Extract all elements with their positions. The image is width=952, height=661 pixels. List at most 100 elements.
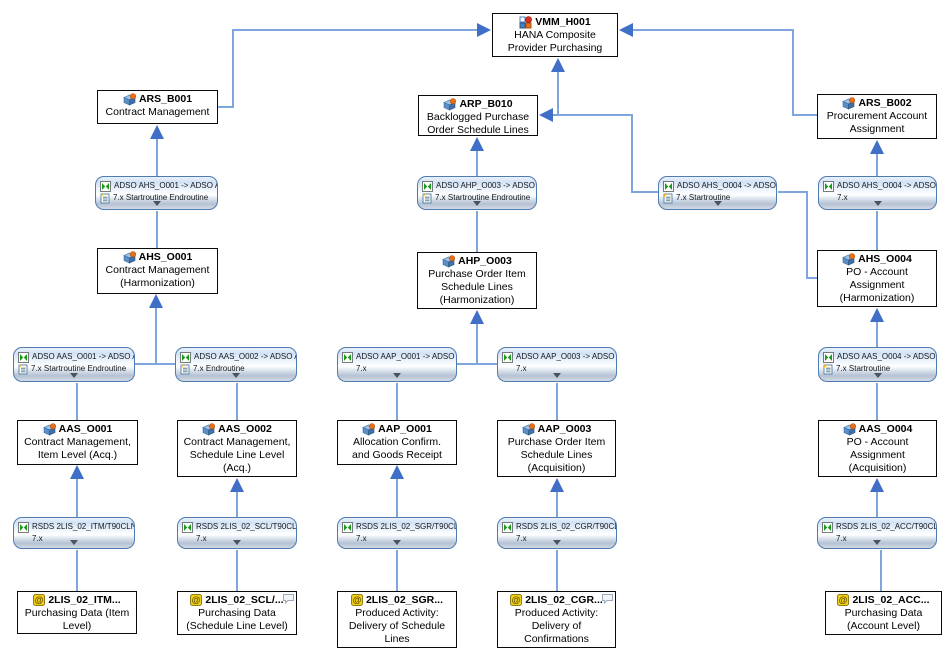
svg-text:@: @: [353, 595, 362, 605]
node-description-line: (Acq.): [222, 462, 251, 474]
node-description-line: Contract Management,: [24, 436, 131, 448]
expand-toggle-icon[interactable]: [873, 201, 882, 206]
expand-toggle-icon[interactable]: [70, 540, 78, 545]
expand-toggle-icon[interactable]: [553, 373, 561, 378]
transformation-detail-label: 7.x Startroutine: [836, 364, 891, 373]
adso-icon: [362, 422, 376, 436]
node-description-line: Contract Management: [105, 264, 210, 276]
transformation-mapping-label: ADSO AAS_O004 -> ADSO AH...: [837, 352, 936, 361]
transformation-mapping-label: RSDS 2LIS_02_CGR/T90CLNT0...: [516, 522, 617, 531]
node-description-line: HANA Composite: [514, 29, 596, 41]
comment-icon[interactable]: [282, 593, 295, 604]
routine-icon: [180, 364, 190, 375]
expand-toggle-icon[interactable]: [70, 373, 78, 378]
node-ds_cgr[interactable]: @2LIS_02_CGR...Produced Activity:Deliver…: [497, 591, 616, 648]
datasource-icon: @: [350, 594, 363, 606]
transformation-t_ahp_o003[interactable]: ADSO AHP_O003 -> ADSO AR...7.x Startrout…: [417, 176, 537, 210]
transformation-icon: [18, 521, 29, 533]
node-description-line: Delivery of Schedule: [348, 620, 446, 632]
transformation-t_ds_acc[interactable]: RSDS 2LIS_02_ACC/T90CLNT0...7.x: [817, 517, 937, 549]
transformation-t_ds_cgr[interactable]: RSDS 2LIS_02_CGR/T90CLNT0... 7.x: [497, 517, 617, 549]
node-title: ARS_B001: [138, 93, 193, 105]
transformation-icon: [822, 521, 833, 533]
transformation-detail-label: 7.x: [516, 533, 527, 543]
node-title: 2LIS_02_SCL/...: [205, 594, 284, 606]
transformation-t_ahs_o001[interactable]: ADSO AHS_O001 -> ADSO AR...7.x Startrout…: [95, 176, 218, 210]
node-description-line: Allocation Confirm.: [352, 436, 442, 448]
node-description-line: (Harmonization): [439, 294, 515, 306]
transformation-detail-label: 7.x: [836, 533, 847, 543]
node-ds_acc[interactable]: @2LIS_02_ACC...Purchasing Data(Account L…: [825, 591, 942, 635]
transformation-icon: [342, 521, 353, 533]
transformation-t_ds_sgr[interactable]: RSDS 2LIS_02_SGR/T90CLNT0...7.x: [337, 517, 457, 549]
transformation-t_ahs_o004_b[interactable]: ADSO AHS_O004 -> ADSO AR...7.x: [818, 176, 937, 210]
node-title: 2LIS_02_ACC...: [852, 594, 930, 606]
node-ds_sgr[interactable]: @2LIS_02_SGR...Produced Activity:Deliver…: [337, 591, 457, 648]
node-ds_scl[interactable]: @2LIS_02_SCL/...Purchasing Data(Schedule…: [177, 591, 297, 635]
transformation-detail-label: 7.x: [516, 363, 527, 373]
node-description-line: Schedule Line Level: [189, 449, 285, 461]
transformation-mapping-label: ADSO AHS_O004 -> ADSO AR...: [837, 181, 936, 190]
transformation-icon: [18, 351, 29, 363]
expand-toggle-icon[interactable]: [233, 540, 241, 545]
transformation-t_ds_itm[interactable]: RSDS 2LIS_02_ITM/T90CLNT0...7.x: [13, 517, 135, 549]
routine-icon: [663, 193, 673, 204]
node-description-line: Produced Activity:: [355, 607, 439, 619]
node-description-line: Procurement Account: [826, 110, 928, 122]
node-description-line: Level): [62, 620, 92, 632]
transformation-icon: [502, 351, 513, 363]
node-description-line: Backlogged Purchase: [426, 111, 530, 123]
node-title: VMM_H001: [535, 16, 591, 28]
transformation-t_aas_o001[interactable]: ADSO AAS_O001 -> ADSO AH...7.x Startrout…: [13, 347, 135, 382]
node-title: AAP_O003: [537, 423, 592, 435]
transformation-t_aap_o003[interactable]: ADSO AAP_O003 -> ADSO AH...7.x: [497, 347, 617, 382]
node-title: 2LIS_02_SGR...: [365, 594, 444, 606]
node-description-line: Schedule Lines: [441, 281, 513, 293]
expand-toggle-icon[interactable]: [152, 201, 161, 206]
node-description-line: Contract Management: [105, 106, 210, 118]
transformation-mapping-label: ADSO AAS_O002 -> ADSO AH...: [194, 352, 296, 361]
transformation-detail-label: 7.x: [356, 533, 367, 543]
expand-toggle-icon[interactable]: [393, 373, 401, 378]
transformation-t_ds_scl[interactable]: RSDS 2LIS_02_SCL/T90CLNT0...7.x: [177, 517, 297, 549]
transformation-mapping-label: ADSO AAP_O001 -> ADSO AH...: [356, 352, 456, 361]
node-title: 2LIS_02_CGR...: [525, 594, 603, 606]
expand-toggle-icon[interactable]: [873, 373, 882, 378]
transformation-detail-label: 7.x Endroutine: [193, 364, 245, 373]
transformation-detail-label: 7.x Startroutine Endroutine: [31, 364, 127, 373]
transformation-icon: [663, 180, 674, 192]
expand-toggle-icon[interactable]: [232, 373, 240, 378]
expand-toggle-icon[interactable]: [873, 540, 881, 545]
expand-toggle-icon[interactable]: [713, 201, 722, 206]
comment-icon[interactable]: [601, 593, 614, 604]
node-description-line: Purchasing Data: [844, 607, 923, 619]
adso-icon: [202, 422, 216, 436]
expand-toggle-icon[interactable]: [473, 201, 481, 206]
expand-toggle-icon[interactable]: [393, 540, 401, 545]
transformation-t_aas_o004[interactable]: ADSO AAS_O004 -> ADSO AH... 7.x Startrout…: [818, 347, 937, 382]
adso-icon: [123, 92, 136, 106]
node-description-line: Item Level (Acq.): [37, 449, 118, 461]
adso-icon: [842, 252, 856, 266]
node-title: AHP_O003: [458, 255, 512, 267]
transformation-t_aas_o002[interactable]: ADSO AAS_O002 -> ADSO AH... 7.x Endroutin…: [175, 347, 297, 382]
routine-icon: [422, 193, 432, 204]
node-description-line: (Acquisition): [848, 462, 907, 474]
transformation-t_aap_o001[interactable]: ADSO AAP_O001 -> ADSO AH...7.x: [337, 347, 457, 382]
expand-toggle-icon[interactable]: [553, 540, 561, 545]
transformation-icon: [422, 180, 433, 192]
transformation-t_ahs_o004_a[interactable]: ADSO AHS_O004 -> ADSO AR...7.x Startrout…: [658, 176, 777, 210]
